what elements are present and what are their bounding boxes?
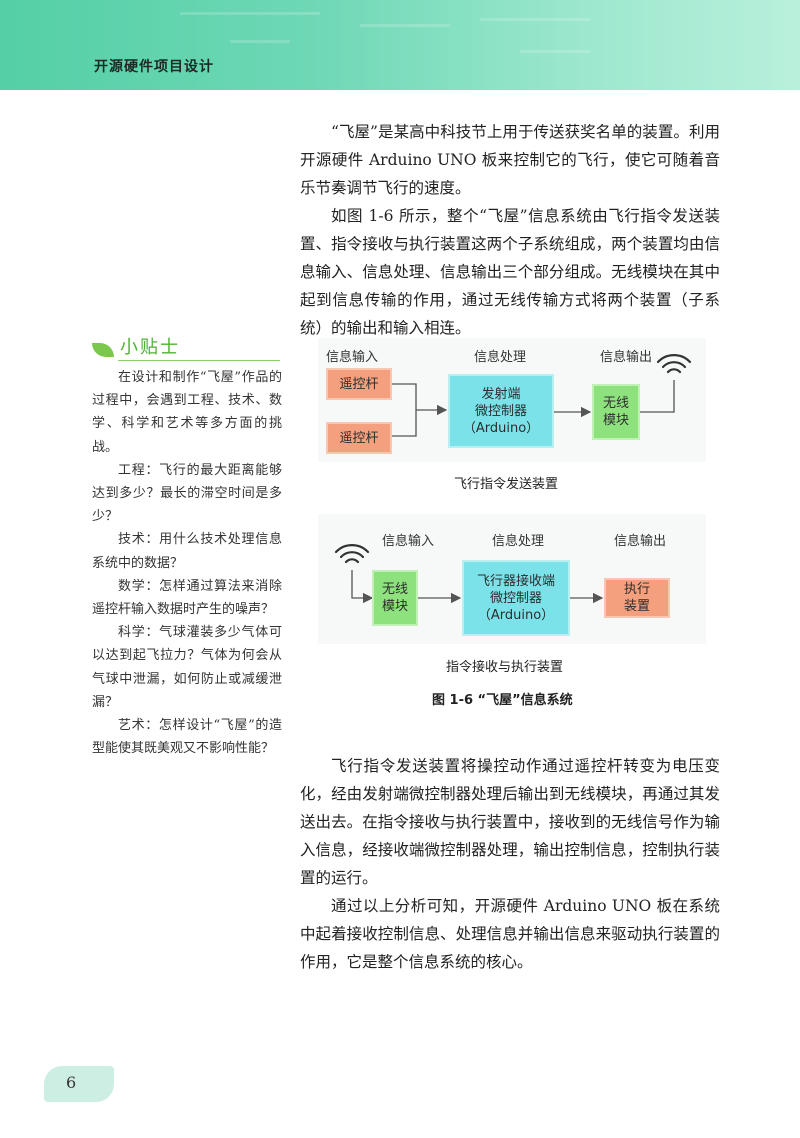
transmitter-mcu-box: 发射端 微控制器 （Arduino） <box>448 374 554 448</box>
wireless-module-box: 无线 模块 <box>592 384 640 440</box>
page-header: 开源硬件项目设计 <box>0 0 800 90</box>
wireless-signal-icon <box>334 544 370 564</box>
box-label: 微控制器 <box>474 403 527 419</box>
tip-paragraph: 科学：气球灌装多少气体可以达到起飞拉力？气体为何会从气球中泄漏，如何防止或减缓泄… <box>92 625 282 710</box>
box-label: 无线 <box>381 582 408 597</box>
box-label: 遥控杆 <box>339 376 379 392</box>
figure-caption: 图 1-6 “飞屋”信息系统 <box>432 693 573 708</box>
label-process: 信息处理 <box>474 350 527 365</box>
tip-paragraph: 数学：怎样通过算法来消除遥控杆输入数据时产生的噪声？ <box>92 578 282 618</box>
sender-caption: 飞行指令发送装置 <box>454 477 559 492</box>
tips-sidebar: 小贴士 在设计和制作“飞屋”作品的过程中，会遇到工程、技术、数学、科学和艺术等多… <box>92 334 282 760</box>
box-label: 发射端 <box>481 386 521 402</box>
paragraph: 如图 1-6 所示，整个“飞屋”信息系统由飞行指令发送装置、指令接收与执行装置这… <box>300 207 720 337</box>
leaf-icon <box>92 343 114 357</box>
joystick-box-1: 遥控杆 <box>326 368 392 400</box>
tips-header: 小贴士 <box>92 334 282 366</box>
intro-text: “飞屋”是某高中科技节上用于传送获奖名单的装置。利用开源硬件 Arduino U… <box>300 118 720 342</box>
header-decoration <box>0 0 800 90</box>
sender-diagram: 信息输入 信息处理 信息输出 遥控杆 遥控杆 发射端 微控制器 （Arduino… <box>318 338 706 462</box>
box-label: 飞行器接收端 <box>476 573 555 589</box>
paragraph: “飞屋”是某高中科技节上用于传送获奖名单的装置。利用开源硬件 Arduino U… <box>300 123 720 197</box>
sender-connectors <box>392 354 692 437</box>
wireless-signal-icon <box>656 354 692 374</box>
box-label: （Arduino） <box>477 607 555 623</box>
receiver-diagram: 信息输入 信息处理 信息输出 无线 模块 飞行器接收端 微控制器 （Arduin… <box>318 514 706 644</box>
label-process: 信息处理 <box>492 534 545 549</box>
label-input: 信息输入 <box>382 534 435 549</box>
tips-rule <box>118 360 280 361</box>
box-label: 模块 <box>602 413 629 428</box>
book-title: 开源硬件项目设计 <box>94 59 214 75</box>
tip-paragraph: 工程：飞行的最大距离能够达到多少？最长的滞空时间是多少？ <box>92 462 282 525</box>
box-label: 遥控杆 <box>339 430 379 446</box>
box-label: 微控制器 <box>489 590 542 606</box>
tip-paragraph: 在设计和制作“飞屋”作品的过程中，会遇到工程、技术、数学、科学和艺术等多方面的挑… <box>92 370 282 455</box>
tip-paragraph: 艺术：怎样设计“飞屋”的造型能使其既美观又不影响性能？ <box>92 718 282 757</box>
box-label: （Arduino） <box>462 420 540 436</box>
tip-paragraph: 技术：用什么技术处理信息系统中的数据？ <box>92 532 282 571</box>
page-number-badge <box>44 1066 114 1102</box>
page-number: 6 <box>66 1073 77 1092</box>
box-label: 模块 <box>381 599 408 614</box>
receiver-mcu-box: 飞行器接收端 微控制器 （Arduino） <box>462 560 570 636</box>
wireless-module-box: 无线 模块 <box>372 570 418 626</box>
joystick-box-2: 遥控杆 <box>326 422 392 454</box>
tips-title: 小贴士 <box>120 337 180 358</box>
paragraph: 通过以上分析可知，开源硬件 Arduino UNO 板在系统中起着接收控制信息、… <box>300 897 720 971</box>
box-label: 无线 <box>602 396 629 411</box>
receiver-connectors <box>334 544 604 604</box>
label-output: 信息输出 <box>600 350 653 365</box>
paragraph: 飞行指令发送装置将操控动作通过遥控杆转变为电压变化，经由发射端微控制器处理后输出… <box>300 757 720 887</box>
box-label: 装置 <box>623 599 650 614</box>
analysis-text: 飞行指令发送装置将操控动作通过遥控杆转变为电压变化，经由发射端微控制器处理后输出… <box>300 752 720 976</box>
label-input: 信息输入 <box>326 350 379 365</box>
label-output: 信息输出 <box>614 534 667 549</box>
box-label: 执行 <box>623 582 650 597</box>
receiver-caption: 指令接收与执行装置 <box>446 660 564 675</box>
actuator-box: 执行 装置 <box>604 578 670 618</box>
